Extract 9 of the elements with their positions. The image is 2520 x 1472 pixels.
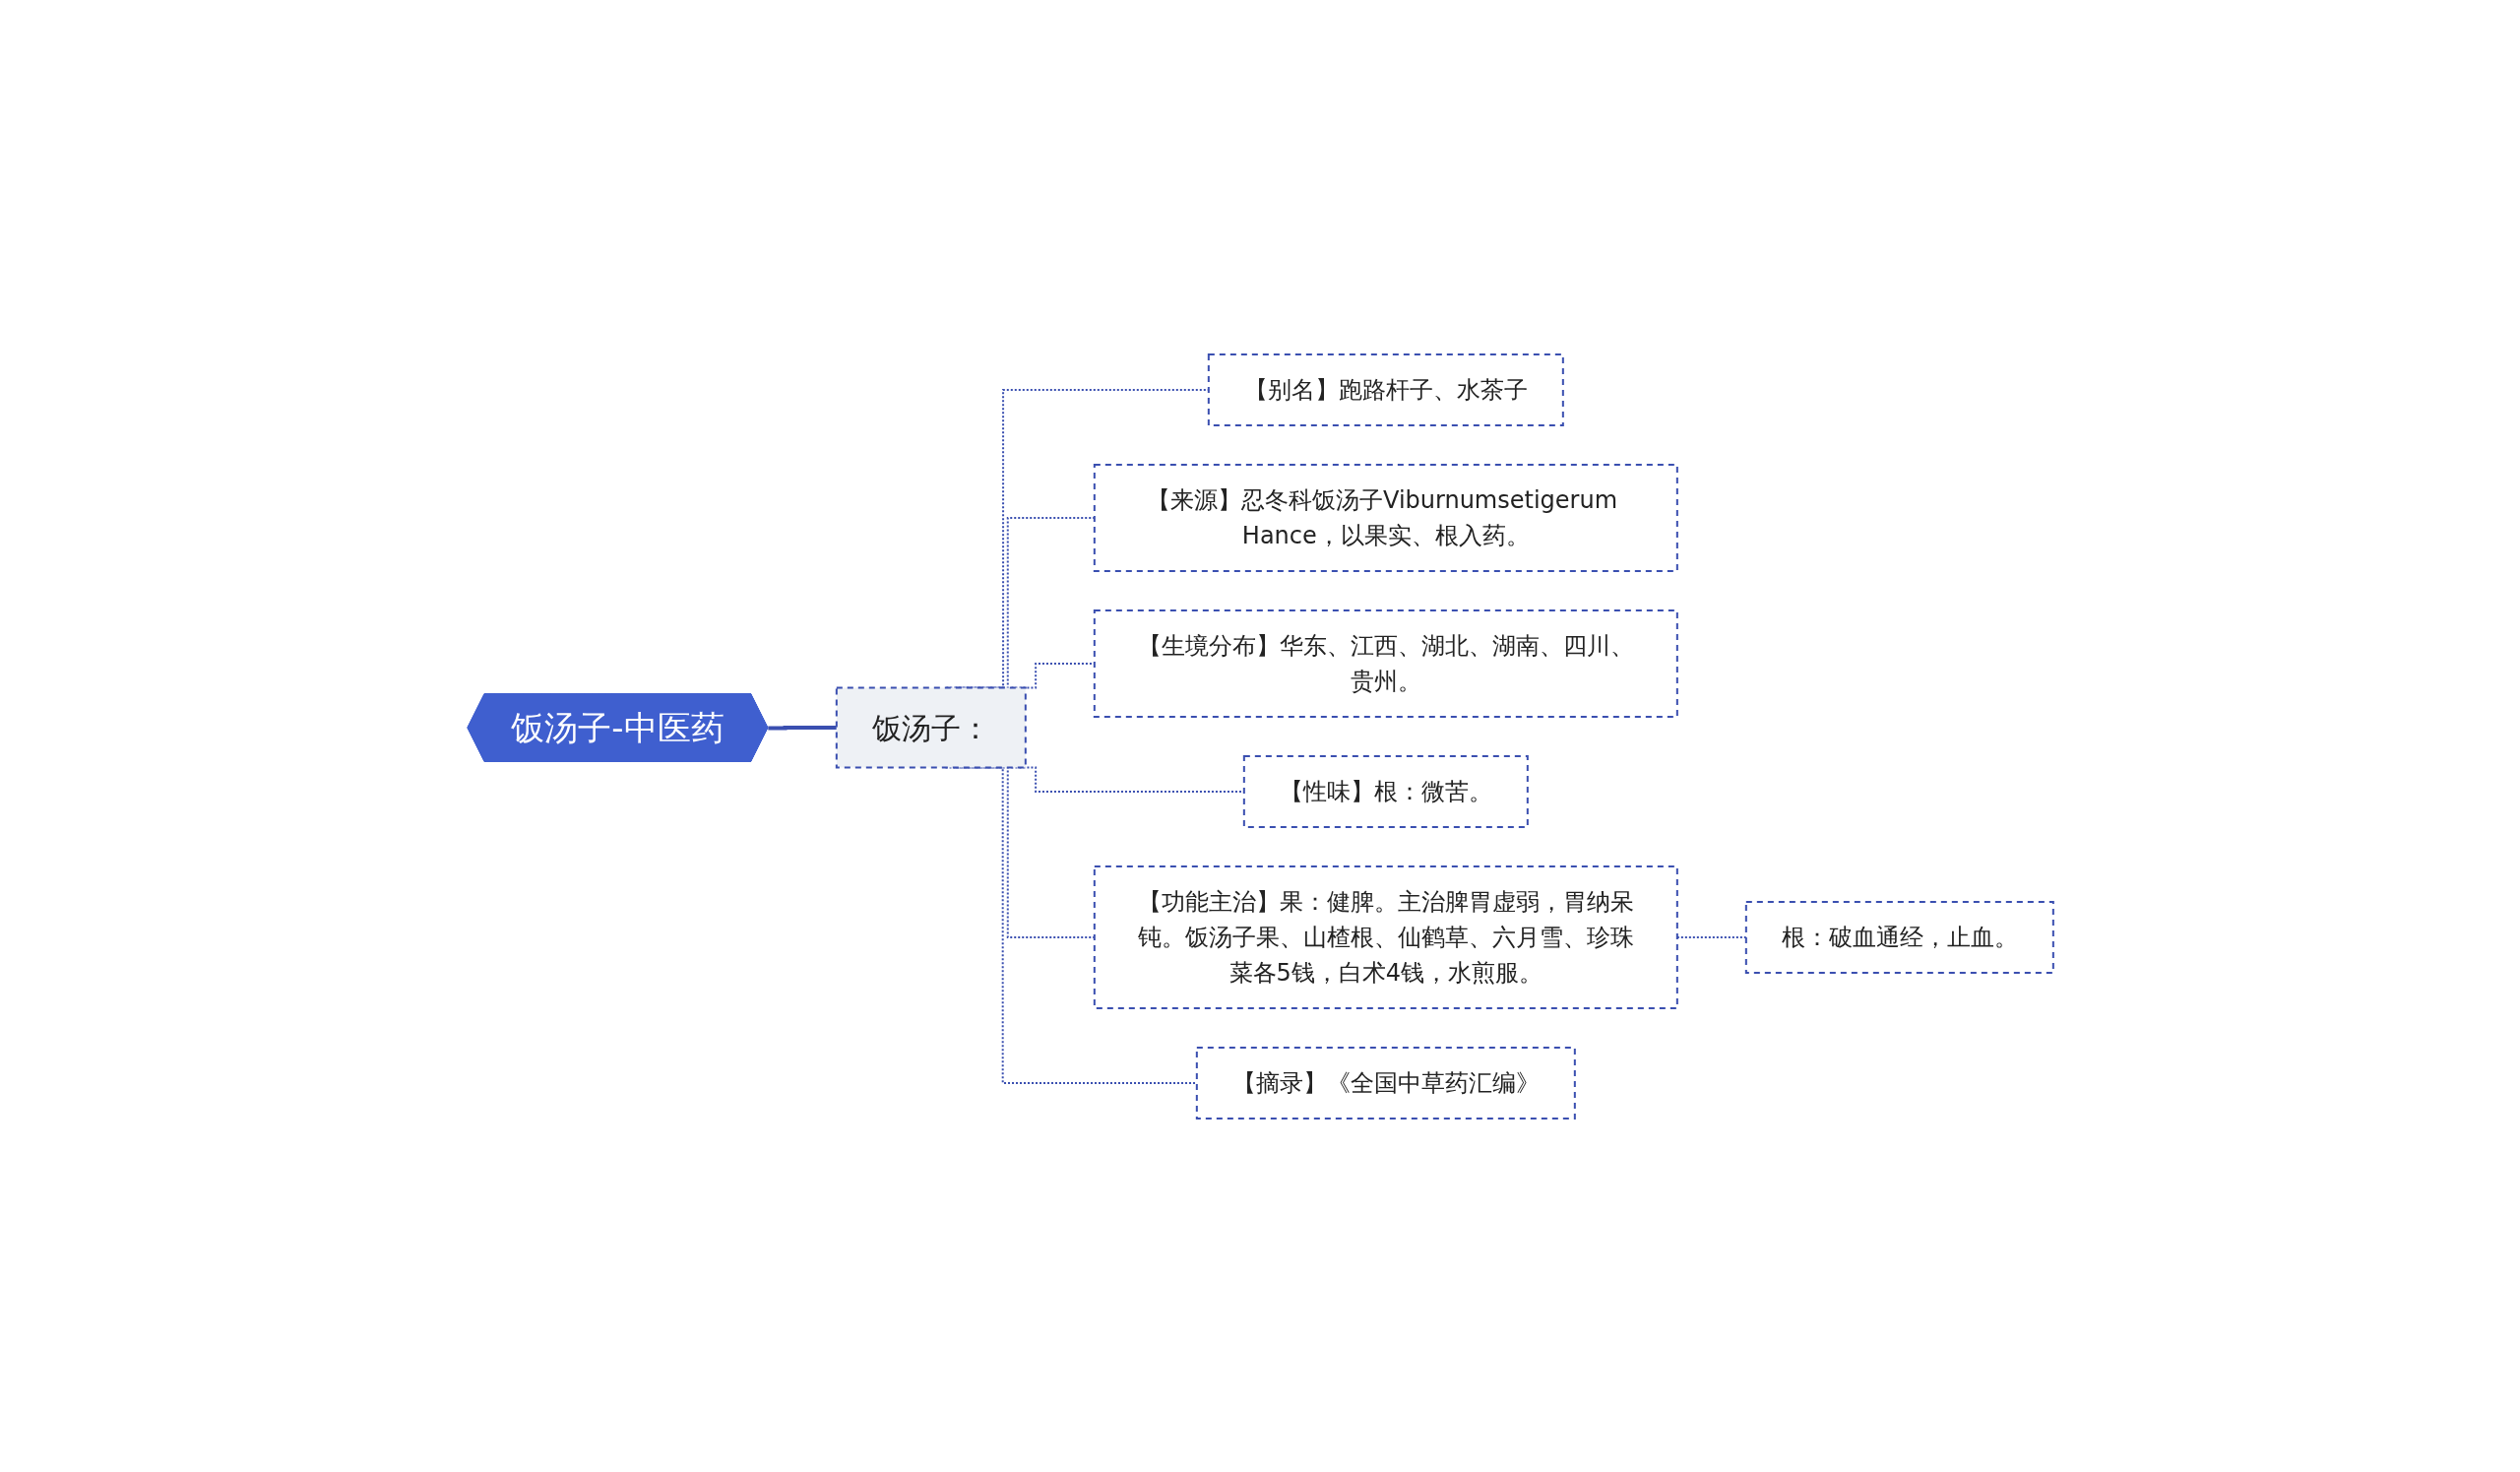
- node-box: 【功能主治】果：健脾。主治脾胃虚弱，胃纳呆钝。饭汤子果、山楂根、仙鹤草、六月雪、珍珠菜各5钱，白术4钱，水煎服。: [1093, 864, 1678, 1009]
- node-box: 【别名】跑路杆子、水茶子: [1207, 352, 1564, 426]
- node-box: 【生境分布】华东、江西、湖北、湖南、四川、贵州。: [1093, 608, 1678, 718]
- node-box: 【性味】根：微苦。: [1242, 754, 1529, 828]
- node-box: 【摘录】《全国中草药汇编》: [1195, 1046, 1576, 1120]
- node-box: 根：破血通经，止血。: [1744, 900, 2054, 974]
- connector: [767, 725, 837, 730]
- node-box: 【来源】忍冬科饭汤子Viburnumsetigerum Hance，以果实、根入药。: [1093, 463, 1678, 572]
- node-box: 饭汤子：: [835, 686, 1027, 768]
